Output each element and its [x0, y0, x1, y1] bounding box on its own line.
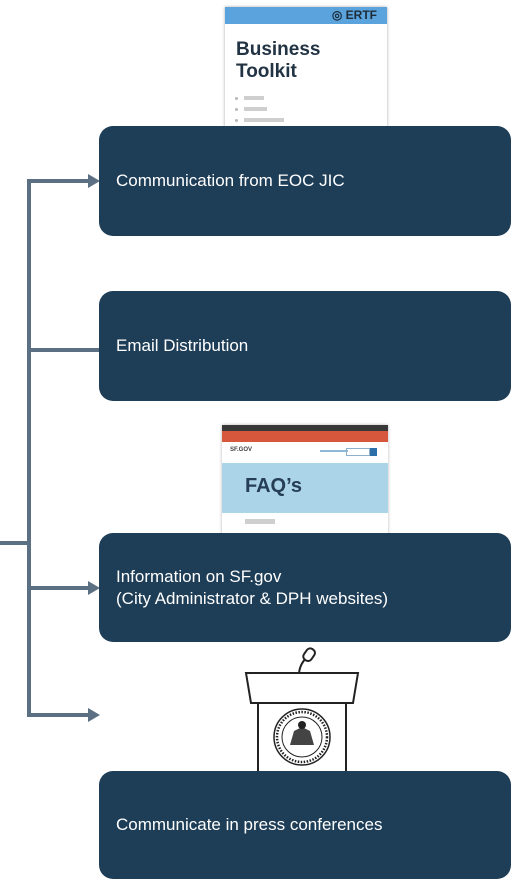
alert-banner — [222, 431, 388, 442]
toolkit-brand: ◎ ERTF — [331, 8, 377, 22]
site-nav: SF.GOV — [222, 442, 388, 463]
nav-links — [320, 450, 348, 452]
box-label: Communication from EOC JIC — [116, 171, 345, 190]
connector-left-stub — [0, 541, 29, 545]
box-communication-eoc-jic: Communication from EOC JIC — [99, 126, 511, 236]
sfgov-faq-thumbnail: SF.GOV FAQ’s — [222, 425, 388, 538]
podium-illustration — [244, 647, 360, 775]
box-press-conferences: Communicate in press conferences — [99, 771, 511, 879]
connector-branch-3 — [27, 586, 89, 590]
podium-top — [244, 672, 360, 704]
toolkit-bullet — [235, 119, 238, 122]
search-button — [370, 448, 377, 456]
faq-heading: FAQ’s — [245, 475, 303, 497]
box-label: Communicate in press conferences — [116, 815, 383, 834]
box-label-line-2: (City Administrator & DPH websites) — [116, 588, 389, 608]
box-information-sfgov: Information on SF.gov (City Administrato… — [99, 533, 511, 642]
arrowhead-3 — [88, 581, 100, 595]
sfgov-logo: SF.GOV — [230, 447, 253, 453]
arrowhead-1 — [88, 174, 100, 188]
city-seal-icon — [273, 708, 331, 766]
globe-icon: ◎ — [331, 8, 343, 22]
connector-branch-2 — [27, 348, 115, 352]
toolkit-bullet — [235, 108, 238, 111]
toolkit-placeholder-line — [244, 107, 267, 111]
box-email-distribution: Email Distribution — [99, 291, 511, 401]
toolkit-bullet — [235, 97, 238, 100]
toolkit-placeholder-line — [244, 96, 264, 100]
toolkit-placeholder-line — [244, 118, 284, 122]
toolkit-header-bar: ◎ ERTF — [225, 7, 387, 24]
microphone-icon — [298, 647, 316, 676]
business-toolkit-thumbnail: ◎ ERTF Business Toolkit — [225, 7, 387, 127]
connector-branch-4 — [27, 713, 89, 717]
box-label-line-1: Information on SF.gov — [116, 566, 282, 586]
faq-placeholder-line — [245, 519, 275, 524]
connector-branch-1 — [27, 179, 89, 183]
arrowhead-4 — [88, 708, 100, 722]
search-box — [346, 448, 370, 456]
box-label: Email Distribution — [116, 336, 249, 355]
connector-main-vertical — [27, 179, 31, 717]
toolkit-title: Business Toolkit — [236, 39, 321, 82]
browser-chrome — [222, 425, 388, 431]
box-label: Information on SF.gov (City Administrato… — [116, 566, 388, 610]
faq-hero: FAQ’s — [222, 463, 388, 513]
